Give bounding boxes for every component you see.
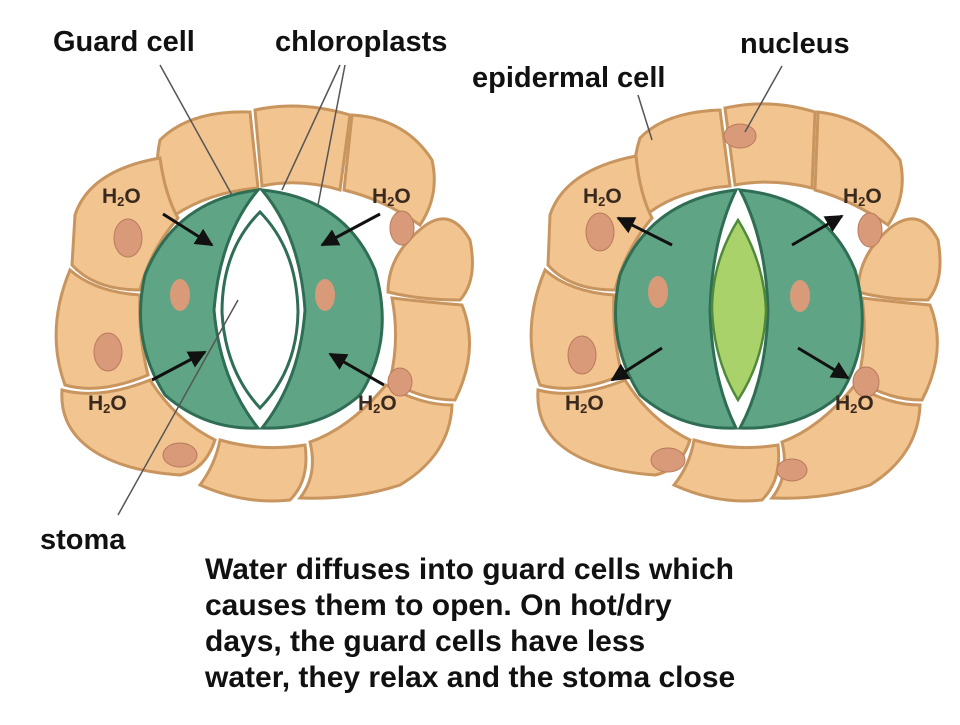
stoma-opening <box>220 209 300 411</box>
epidermal-cell <box>769 383 922 500</box>
epidermal-cells-left <box>54 104 474 503</box>
guard-cell-leader <box>159 64 233 196</box>
guard-cell-nucleus <box>170 279 190 311</box>
guard-cell-label: Guard cell <box>53 26 195 58</box>
arrow <box>328 352 385 387</box>
epidermal-cell <box>297 383 454 500</box>
leader-lines-right <box>637 65 783 141</box>
chloroplast-leader <box>317 64 346 206</box>
epidermal-cell <box>813 110 904 228</box>
epidermal-cell <box>386 217 474 302</box>
arrows-right <box>610 214 850 382</box>
stoma-leader <box>117 299 239 516</box>
guard-cell <box>614 188 739 430</box>
water-label: H2O <box>565 392 604 416</box>
water-label: H2O <box>358 392 397 416</box>
open-stoma-group <box>54 64 474 516</box>
nucleus <box>567 335 597 375</box>
water-label: H2O <box>835 392 874 416</box>
nucleus <box>389 210 415 246</box>
chloroplast-leader <box>281 64 341 191</box>
water-label: H2O <box>102 185 141 209</box>
nucleus-leader <box>744 65 783 133</box>
epidermal-cell <box>342 113 436 228</box>
leader-lines-left <box>117 64 346 516</box>
epidermal-cell <box>54 267 150 390</box>
caption-line: causes them to open. On hot/dry <box>205 589 672 622</box>
guard-cell-nucleus <box>790 280 810 312</box>
arrow <box>320 212 381 247</box>
nucleus <box>857 212 883 248</box>
epidermal-cell-leader <box>637 94 653 141</box>
guard-cell <box>139 188 262 430</box>
caption-text: Water diffuses into guard cells which ca… <box>205 552 905 696</box>
epidermal-cell <box>671 438 781 503</box>
caption-line: water, they relax and the stoma close <box>205 661 736 694</box>
nucleus <box>113 218 143 258</box>
nucleus <box>723 123 757 149</box>
arrow <box>791 214 844 247</box>
epidermal-nuclei-left <box>93 210 415 468</box>
nucleus <box>776 458 808 482</box>
epidermal-cell <box>253 104 352 192</box>
caption-line: days, the guard cells have less <box>205 625 646 658</box>
nucleus <box>650 447 686 473</box>
water-label: H2O <box>583 185 622 209</box>
epidermal-cells-right <box>529 102 942 503</box>
epidermal-cell <box>197 438 308 503</box>
arrows-left <box>151 212 385 387</box>
nucleus <box>93 332 123 372</box>
arrow <box>151 350 207 382</box>
water-label: H2O <box>843 185 882 209</box>
stoma-closed <box>710 217 768 403</box>
nucleus-label: nucleus <box>740 28 850 60</box>
arrow <box>797 346 850 380</box>
arrow <box>610 346 663 382</box>
closed-stoma-group <box>529 65 942 503</box>
arrow <box>162 212 214 247</box>
guard-cell-nucleus <box>315 279 335 311</box>
caption-line: Water diffuses into guard cells which <box>205 553 734 586</box>
epidermal-cell-label: epidermal cell <box>472 62 666 94</box>
epidermal-nuclei-right <box>567 123 883 482</box>
guard-cells-left <box>139 188 384 430</box>
nucleus <box>387 367 413 397</box>
nucleus <box>852 366 880 398</box>
stoma-label: stoma <box>40 524 126 556</box>
arrow <box>616 216 673 247</box>
chloroplasts-label: chloroplasts <box>275 26 448 58</box>
guard-cell-nucleus <box>648 276 668 308</box>
water-label: H2O <box>372 185 411 209</box>
water-label: H2O <box>88 392 127 416</box>
nucleus <box>162 442 198 468</box>
nucleus <box>585 212 615 252</box>
